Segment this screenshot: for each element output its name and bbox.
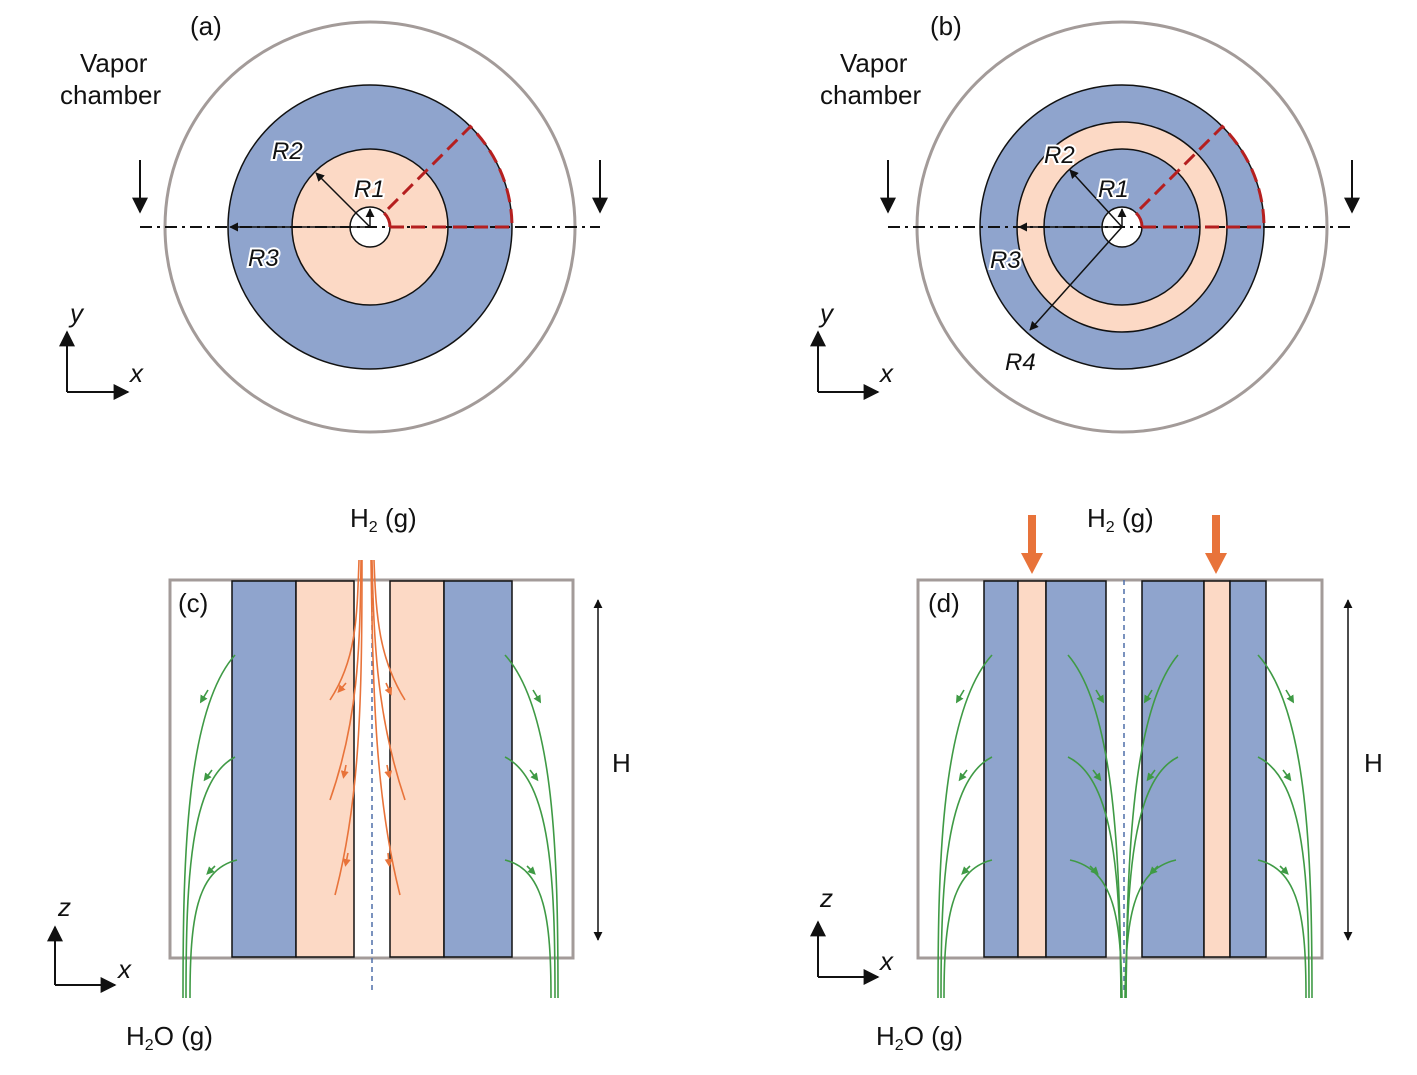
panel-c-top-gas: H2 (g) [350, 503, 417, 536]
panel-a-r2-arrow [315, 172, 371, 228]
panel-d-peach-2 [1203, 580, 1231, 958]
panel-b-r3-label: R3 [990, 247, 1021, 274]
panel-a: (a) Vapor chamber R1 R2 R3 y x [59, 11, 608, 434]
panel-c-bottom-gas: H2O (g) [126, 1021, 213, 1054]
panel-a-x-label: x [128, 358, 144, 388]
panel-d-hydrogen-inlet-arrows [1021, 515, 1227, 574]
panel-d-height-label: H [1364, 748, 1383, 778]
panel-b-model-sector-arc [1134, 211, 1144, 228]
panel-a-chamber-label-1: Vapor [80, 48, 148, 78]
panel-c: H2 (g) [47, 503, 631, 1054]
panel-b-r2-arrow [1069, 169, 1123, 228]
panel-d-peach-1 [1017, 580, 1047, 958]
panel-a-label: (a) [190, 11, 222, 41]
panel-c-blue-left [231, 580, 297, 958]
panel-d-water-vapor-flow [937, 654, 1313, 999]
panel-a-r3-label: R3 [248, 245, 279, 272]
panel-d-x-label: x [878, 946, 894, 976]
panel-b-x-label: x [878, 358, 894, 388]
panel-b-chamber-label-1: Vapor [840, 48, 908, 78]
panel-d-label: (d) [928, 588, 960, 618]
panel-d-blue-1 [983, 580, 1019, 958]
panel-b-r4-arrow [1029, 226, 1123, 331]
panel-a-y-label: y [68, 298, 85, 328]
panel-d-blue-3 [1141, 580, 1205, 958]
panel-c-peach-right [389, 580, 445, 958]
panel-a-model-sector [383, 124, 514, 229]
panel-c-z-label: z [57, 892, 71, 922]
panel-c-x-label: x [116, 954, 132, 984]
panel-c-height-label: H [612, 748, 631, 778]
panel-c-blue-right [443, 580, 513, 958]
panel-b-r2-label: R2 [1044, 142, 1075, 169]
panel-c-water-vapor-flow [182, 654, 559, 999]
panel-b: (b) Vapor chamber R1 R2 R3 R4 y x [810, 11, 1360, 434]
panel-b-model-sector [1135, 124, 1266, 229]
panel-c-label: (c) [178, 588, 208, 618]
panel-d-blue-2 [1045, 580, 1107, 958]
panel-c-peach-left [295, 580, 355, 958]
panel-b-r1-label: R1 [1098, 176, 1129, 203]
panel-d-blue-4 [1229, 580, 1267, 958]
panel-b-label: (b) [930, 11, 962, 41]
panel-d: H2 (g) [810, 503, 1383, 1054]
panel-d-bottom-gas: H2O (g) [876, 1021, 963, 1054]
panel-a-r1-label: R1 [354, 176, 385, 203]
panel-b-chamber-label-2: chamber [820, 80, 921, 110]
panel-d-top-gas: H2 (g) [1087, 503, 1154, 536]
panel-b-r4-label: R4 [1005, 349, 1036, 376]
panel-a-model-sector-arc [382, 211, 392, 228]
panel-b-y-label: y [818, 298, 835, 328]
panel-a-r2-label: R2 [272, 138, 303, 165]
panel-d-z-label: z [819, 883, 833, 913]
panel-a-chamber-label-2: chamber [60, 80, 161, 110]
panel-c-hydrogen-flow [329, 559, 406, 896]
